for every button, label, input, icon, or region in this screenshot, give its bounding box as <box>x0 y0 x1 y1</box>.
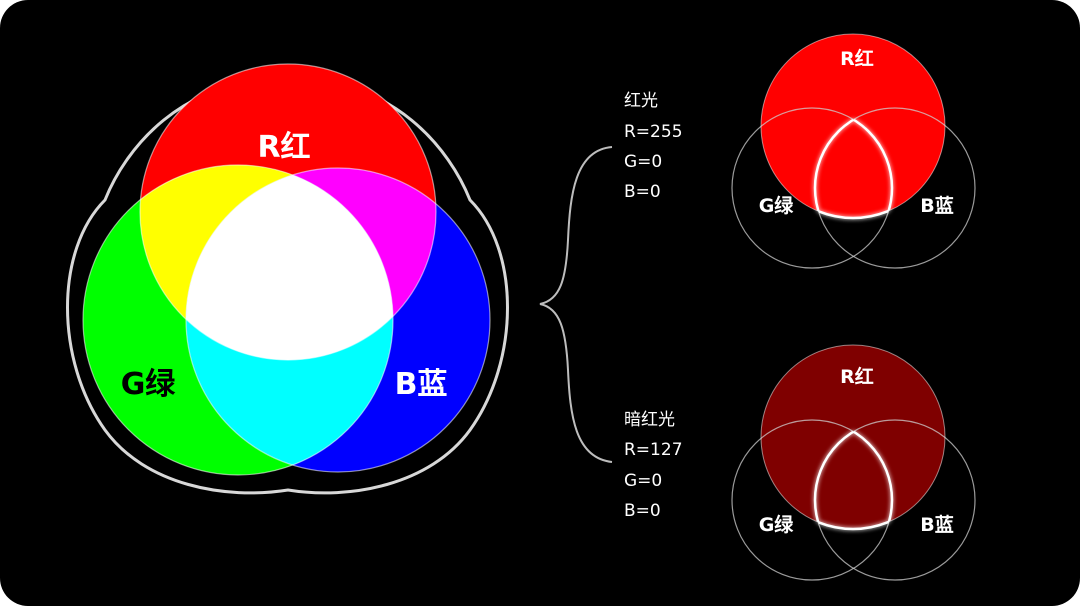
example-2-title: 暗红光 <box>624 410 675 430</box>
example-1-label-green: G绿 <box>759 194 795 217</box>
example-2-label-blue: B蓝 <box>920 513 953 536</box>
example-1-label-blue: B蓝 <box>920 194 953 217</box>
main-label-red: R红 <box>257 130 310 165</box>
main-label-blue: B蓝 <box>395 367 448 402</box>
example-1-label-red: R红 <box>840 47 874 70</box>
example-1-b-value: B=0 <box>624 182 661 202</box>
example-1-title: 红光 <box>624 91 658 111</box>
main-label-green: G绿 <box>121 367 177 402</box>
example-2-r-value: R=127 <box>624 440 683 460</box>
example-2-label-red: R红 <box>840 365 874 388</box>
example-1-r-value: R=255 <box>624 122 683 142</box>
example-2-label-green: G绿 <box>759 513 795 536</box>
example-2-g-value: G=0 <box>624 471 662 491</box>
example-1-g-value: G=0 <box>624 152 662 172</box>
example-2-b-value: B=0 <box>624 501 661 521</box>
